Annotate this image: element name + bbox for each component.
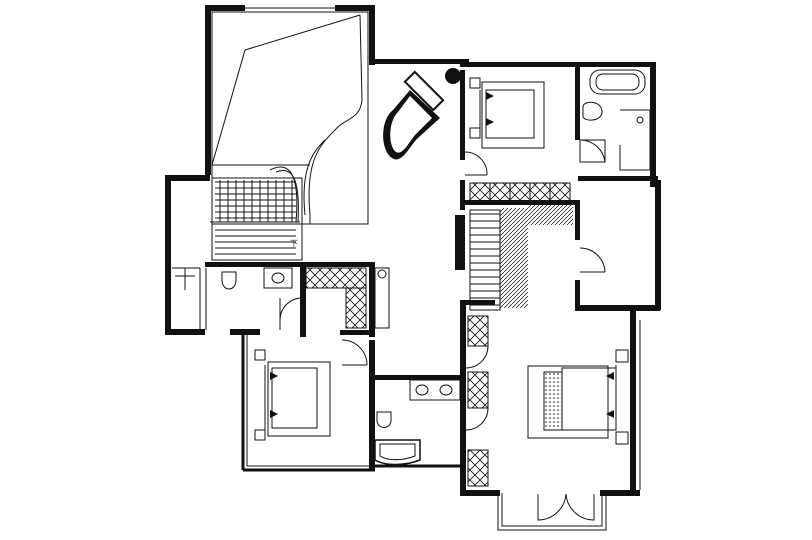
- bathroom-top-right: [579, 69, 651, 171]
- main-staircase: 下: [210, 166, 303, 261]
- central-wardrobe: [305, 267, 390, 366]
- outer-walls: [165, 5, 661, 531]
- right-small-room: [579, 247, 606, 273]
- central-bathroom: [374, 379, 461, 466]
- wardrobe-column: [465, 315, 489, 487]
- rear-staircase: [469, 205, 573, 311]
- bedroom-bottom-left: [254, 349, 331, 441]
- master-bedroom: [527, 349, 629, 521]
- double-height-void: [211, 11, 369, 225]
- hall-storage: [469, 182, 571, 204]
- stair-label: 下: [290, 239, 298, 248]
- grand-piano: [383, 68, 461, 160]
- bedroom-top-right: [464, 77, 545, 176]
- left-wc: [172, 267, 303, 330]
